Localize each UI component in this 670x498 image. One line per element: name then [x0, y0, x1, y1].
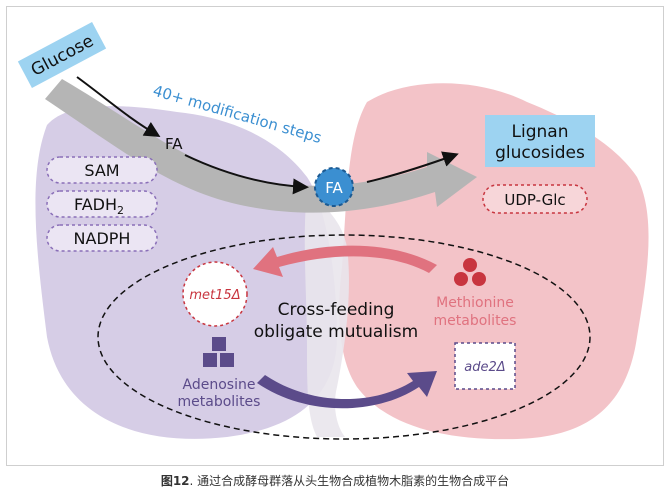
adenosine-line2: metabolites	[178, 394, 261, 410]
glucose-box: Glucose	[17, 22, 107, 88]
fadh-text: FADH	[74, 195, 117, 214]
fadh2-pill	[46, 190, 158, 218]
sam-pill	[46, 156, 158, 184]
met15-strain-label: met15Δ	[189, 288, 240, 303]
adenosine-feed-arrow	[257, 371, 437, 409]
center-line1: Cross-feeding	[278, 300, 395, 320]
ade2-strain-label: ade2Δ	[464, 360, 505, 375]
methionine-line1: Methionine	[436, 295, 514, 311]
methionine-dots-icon	[454, 258, 486, 286]
glucose-to-fa-arrow	[76, 76, 161, 138]
caption-label: 图12	[160, 474, 190, 488]
node-to-lignan-arrow	[366, 151, 459, 183]
lignan-box	[485, 115, 595, 167]
fadh2-label: FADH2	[74, 195, 124, 217]
fa-intermediate-label: FA	[165, 135, 183, 153]
methionine-line2: metabolites	[434, 313, 517, 329]
nadph-label: NADPH	[74, 229, 131, 248]
figure-frame: Glucose 40+ modification steps FA FA Lig…	[6, 6, 664, 466]
met15-strain-circle	[182, 261, 248, 327]
udp-glc-pill	[482, 184, 588, 214]
figure-caption: 图12. 通过合成酵母群落从头生物合成植物木脂素的生物合成平台	[0, 472, 670, 489]
fa-node-label: FA	[325, 179, 343, 197]
adenosine-squares-icon	[203, 337, 234, 367]
ade2-strain-box	[454, 342, 516, 390]
caption-text: . 通过合成酵母群落从头生物合成植物木脂素的生物合成平台	[189, 474, 510, 488]
methionine-feed-arrow	[253, 245, 437, 277]
lignan-line2: glucosides	[495, 143, 585, 163]
nadph-pill	[46, 224, 158, 252]
fa-node	[314, 167, 354, 207]
cross-feeding-boundary	[97, 234, 591, 440]
sam-label: SAM	[84, 161, 119, 180]
pathway-diagram: Glucose 40+ modification steps FA FA Lig…	[17, 22, 649, 440]
fa-to-node-arrow	[184, 154, 309, 195]
lignan-line1: Lignan	[512, 122, 569, 142]
center-line2: obligate mutualism	[254, 322, 418, 342]
pathway-arrow	[45, 79, 477, 213]
udp-glc-label: UDP-Glc	[504, 191, 565, 209]
fadh-subscript: 2	[117, 204, 124, 217]
adenosine-line1: Adenosine	[183, 377, 256, 393]
